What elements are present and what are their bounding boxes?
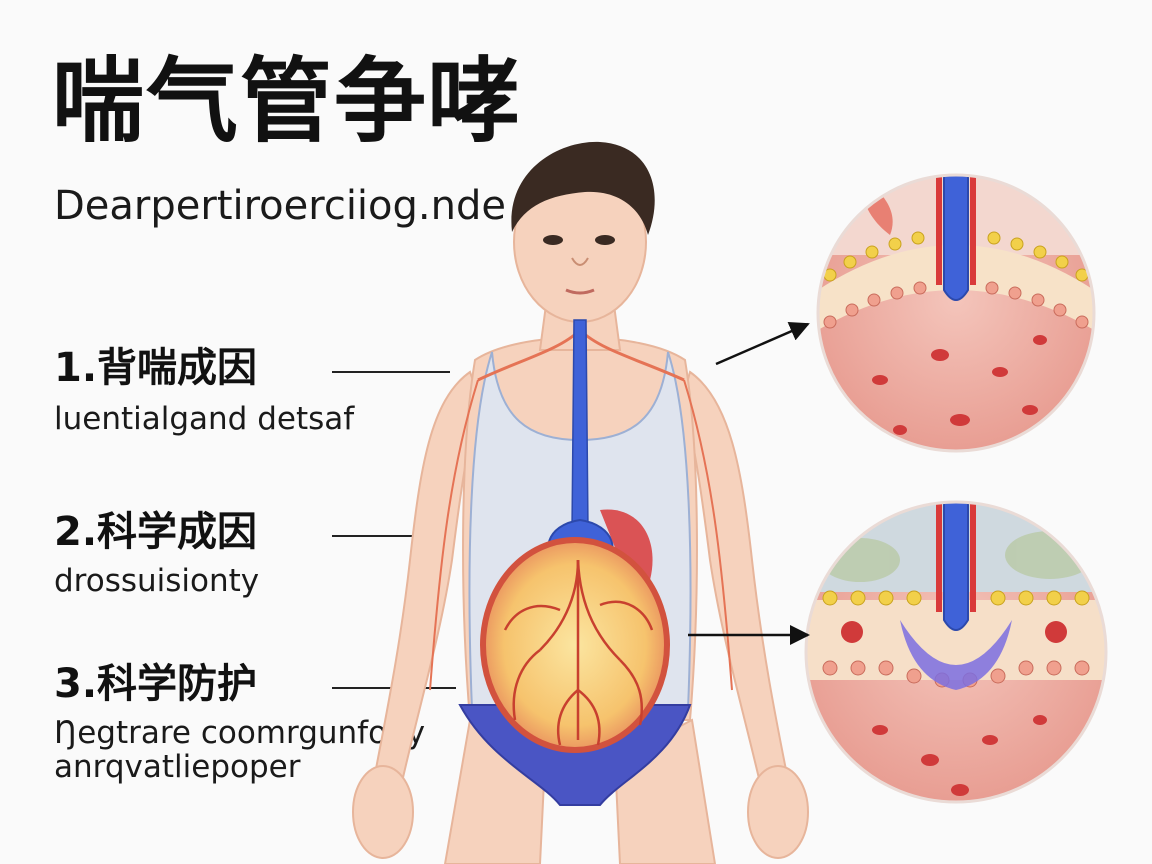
section-2-body: drossuisionty (54, 563, 260, 599)
section-3-body-line2: anrqvatliepoper (54, 749, 301, 785)
section-1-connector (332, 371, 450, 373)
human-figure (352, 141, 809, 864)
section-3-heading: 3.科学防护 (54, 661, 258, 707)
section-1-heading: 1.背喘成因 (54, 345, 258, 391)
section-3-body: Ŋegtrare coomrgunfony (54, 715, 426, 751)
page-title: 喘气管争哮 (52, 48, 523, 155)
page-subtitle: Dearpertiroerciiog.nde (54, 183, 506, 229)
zoom-circle-top (816, 173, 1096, 453)
zoom-circle-bottom (804, 500, 1108, 804)
organ-vessels (503, 559, 654, 746)
section-2-connector (332, 535, 438, 537)
section-2-heading: 2.科学成因 (54, 509, 258, 555)
arrow-right-icon (715, 322, 810, 366)
section-1-body: luentialgand detsaf (54, 401, 355, 437)
